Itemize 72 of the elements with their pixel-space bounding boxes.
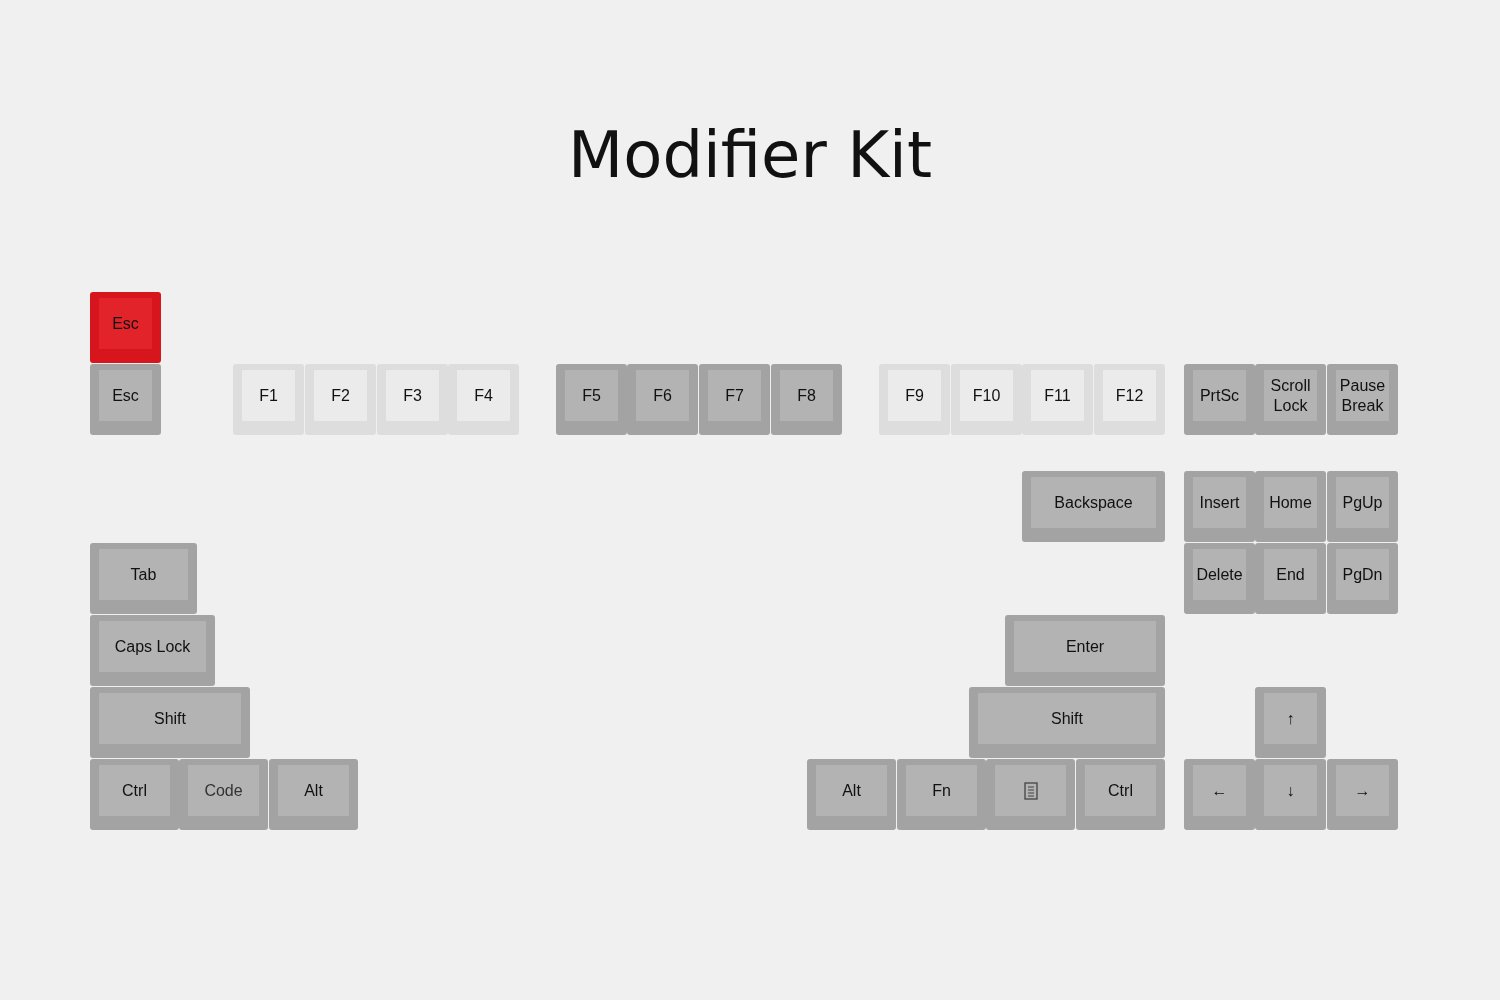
key-label: F7 (725, 385, 744, 406)
key-label: End (1276, 564, 1305, 585)
keycap (1327, 543, 1398, 614)
keycap (90, 687, 250, 758)
key-label: F4 (474, 385, 493, 406)
key-label: Home (1269, 492, 1312, 513)
keycap (1255, 687, 1326, 758)
keycap (90, 292, 161, 363)
key-label: Delete (1196, 564, 1243, 585)
key-label: Shift (154, 708, 186, 729)
keycap (1255, 364, 1326, 435)
key-label: → (1354, 780, 1371, 801)
key-label: PrtSc (1199, 385, 1240, 406)
keycap (1184, 364, 1255, 435)
key-label: Tab (130, 564, 157, 585)
key-label: ↑ (1286, 708, 1295, 729)
key-label: Caps Lock (114, 636, 191, 657)
keycap (90, 543, 197, 614)
key-label: F8 (797, 385, 816, 406)
key-label: Code (204, 780, 243, 801)
key-label: Alt (304, 780, 323, 801)
key-label: Esc (112, 385, 139, 406)
keycap (179, 759, 268, 830)
keycap (1184, 543, 1255, 614)
keycap (90, 364, 161, 435)
key-label: F1 (259, 385, 278, 406)
keycap (699, 364, 770, 435)
keycap (1255, 471, 1326, 542)
key-label: F9 (905, 385, 924, 406)
key-label: F11 (1044, 385, 1071, 406)
key-label: F2 (331, 385, 350, 406)
key-label: Esc (112, 313, 139, 334)
keycap (969, 687, 1165, 758)
keycap (1255, 759, 1326, 830)
title: Modifier Kit (568, 118, 932, 192)
key-label: ← (1211, 780, 1228, 801)
key-label: PgUp (1342, 492, 1383, 513)
keycap (627, 364, 698, 435)
key-label: F5 (582, 385, 601, 406)
keycap (1327, 759, 1398, 830)
keycap (1327, 471, 1398, 542)
key-label: Scroll Lock (1269, 375, 1312, 416)
keycap (897, 759, 986, 830)
key-label: Pause Break (1338, 375, 1387, 416)
key-label: Backspace (1054, 492, 1133, 513)
key-label: Ctrl (1108, 780, 1133, 801)
keycap (1255, 543, 1326, 614)
key-label: PgDn (1342, 564, 1383, 585)
keycap (1005, 615, 1165, 686)
key-label: F10 (972, 385, 1001, 406)
keycap (1076, 759, 1165, 830)
key-label: Insert (1199, 492, 1240, 513)
key-label: Enter (1065, 636, 1105, 657)
keycap (1327, 364, 1398, 435)
keycap (1184, 471, 1255, 542)
keycap (807, 759, 896, 830)
keycap (1022, 471, 1165, 542)
key-label: F3 (403, 385, 422, 406)
key-label: Ctrl (122, 780, 147, 801)
keycap (1184, 759, 1255, 830)
key-label: Alt (842, 780, 861, 801)
keycap (90, 759, 179, 830)
key-label: F12 (1115, 385, 1144, 406)
key-label: Shift (1051, 708, 1083, 729)
keycap (771, 364, 842, 435)
key-label: ↓ (1286, 780, 1295, 801)
keycap (556, 364, 627, 435)
keycap (986, 759, 1075, 830)
keycap (269, 759, 358, 830)
key-label: F6 (653, 385, 672, 406)
key-label: Fn (932, 780, 951, 801)
keycap (90, 615, 215, 686)
